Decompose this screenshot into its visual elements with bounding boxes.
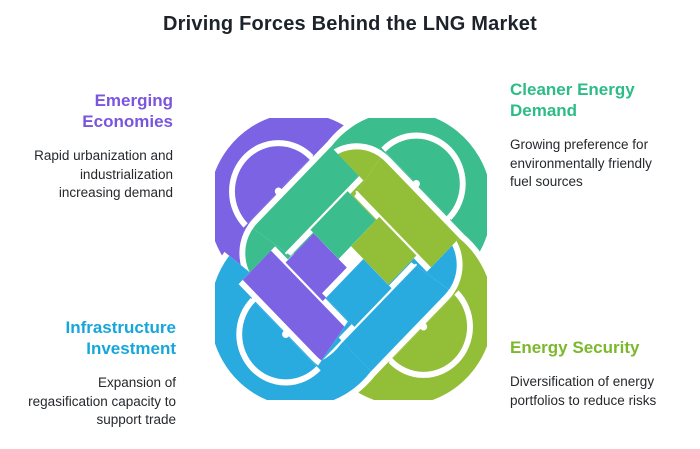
section-heading-energy-security: Energy Security	[510, 338, 640, 357]
section-body-infrastructure-investment: Expansion of regasification capacity to …	[28, 375, 176, 427]
section-emerging-economies: Emerging Economies Rapid urbanization an…	[18, 90, 173, 203]
knot-graphic-container	[215, 118, 487, 400]
section-heading-emerging-economies: Emerging Economies	[82, 91, 173, 131]
interlocking-knot-icon	[215, 118, 487, 400]
section-body-cleaner-energy-demand: Growing preference for environmentally f…	[510, 137, 652, 189]
section-body-emerging-economies: Rapid urbanization and industrialization…	[34, 148, 173, 200]
section-energy-security: Energy Security Diversification of energ…	[510, 337, 680, 410]
section-heading-infrastructure-investment: Infrastructure Investment	[65, 318, 176, 358]
page-title: Driving Forces Behind the LNG Market	[163, 13, 537, 35]
section-cleaner-energy-demand: Cleaner Energy Demand Growing preference…	[510, 79, 672, 192]
section-infrastructure-investment: Infrastructure Investment Expansion of r…	[18, 317, 176, 430]
section-body-energy-security: Diversification of energy portfolios to …	[510, 374, 657, 408]
section-heading-cleaner-energy-demand: Cleaner Energy Demand	[510, 80, 635, 120]
